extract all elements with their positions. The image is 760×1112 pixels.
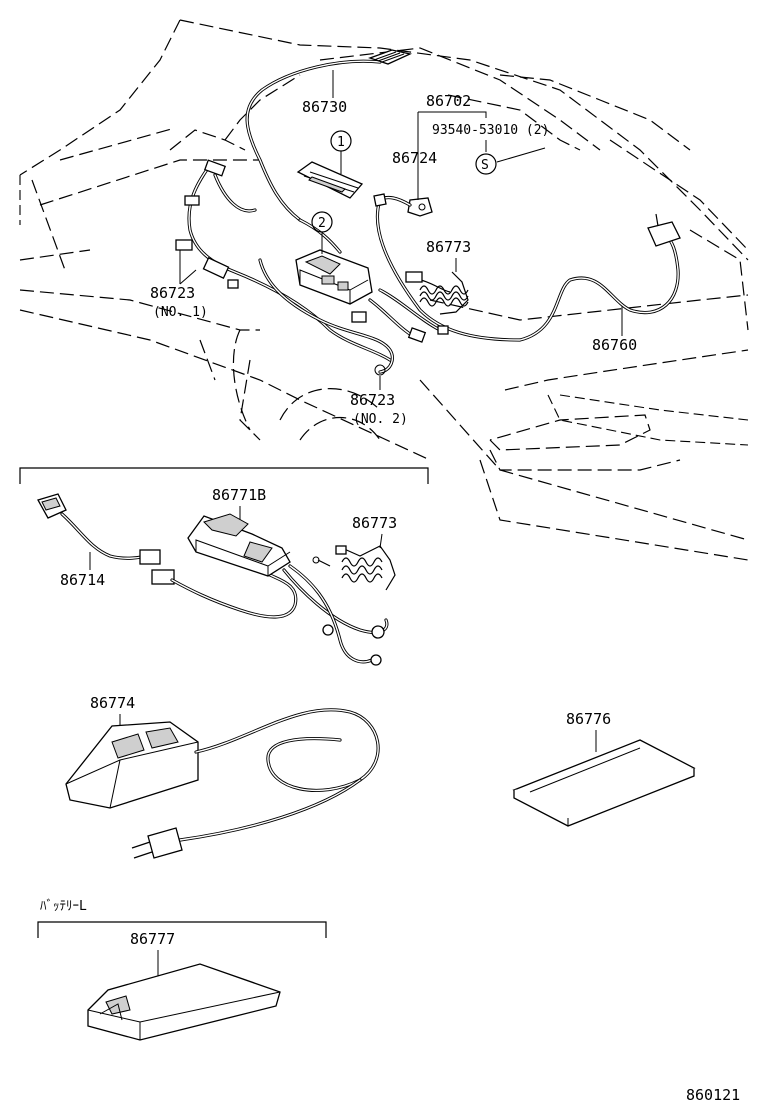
- figure-number: 860121: [686, 1086, 740, 1104]
- connector-mid: [351, 311, 449, 376]
- label-86723-no1: 86723: [150, 284, 195, 302]
- callout-86776: 86776: [566, 710, 611, 752]
- part-86724-bracket: [373, 193, 433, 217]
- callout-86777: 86777: [130, 930, 175, 976]
- connector-left-upper: [175, 159, 239, 289]
- part-86773-coil-top: [405, 271, 469, 315]
- part-86714: [37, 493, 298, 619]
- label-86723-no2-sub: (NO. 2): [353, 412, 408, 427]
- car-body-outline: [19, 19, 749, 561]
- callouts-top: 86730 86702 93540-53010 (2) S 86724 1 2 …: [150, 70, 637, 427]
- part-module-2: [295, 249, 373, 305]
- label-86724: 86724: [392, 149, 437, 167]
- part-86730-bar: [296, 161, 364, 199]
- part-86773-coil-kit: [312, 545, 396, 591]
- label-s: S: [481, 158, 489, 173]
- antenna-wiring: [187, 49, 680, 374]
- kit-bracket: [19, 467, 429, 484]
- label-circled-1: 1: [337, 135, 345, 150]
- roof-antenna: [368, 49, 413, 65]
- label-86773-top: 86773: [426, 238, 471, 256]
- label-circled-2: 2: [318, 216, 326, 231]
- label-86776: 86776: [566, 710, 611, 728]
- part-86774-charger: [65, 708, 380, 859]
- battery-bracket: ﾊﾞｯﾃﾘｰL: [37, 899, 327, 938]
- label-battery: ﾊﾞｯﾃﾘｰL: [40, 899, 87, 914]
- label-86723-no1-sub: (NO. 1): [153, 305, 208, 320]
- label-86723-no2: 86723: [350, 391, 395, 409]
- callouts-kit: 86771B 86773 86714: [60, 486, 397, 589]
- part-86771b-cradle: [187, 513, 389, 666]
- part-86776-card: [512, 739, 696, 827]
- label-86777: 86777: [130, 930, 175, 948]
- symbol-s-circle: [475, 153, 497, 175]
- part-86777-battery: [87, 963, 281, 1041]
- part-86760-end: [647, 213, 681, 247]
- label-86702: 86702: [426, 92, 471, 110]
- label-86773-kit: 86773: [352, 514, 397, 532]
- label-86730: 86730: [302, 98, 347, 116]
- label-86771b: 86771B: [212, 486, 266, 504]
- label-86760: 86760: [592, 336, 637, 354]
- label-86714: 86714: [60, 571, 105, 589]
- label-93540: 93540-53010 (2): [432, 123, 549, 138]
- label-86774: 86774: [90, 694, 135, 712]
